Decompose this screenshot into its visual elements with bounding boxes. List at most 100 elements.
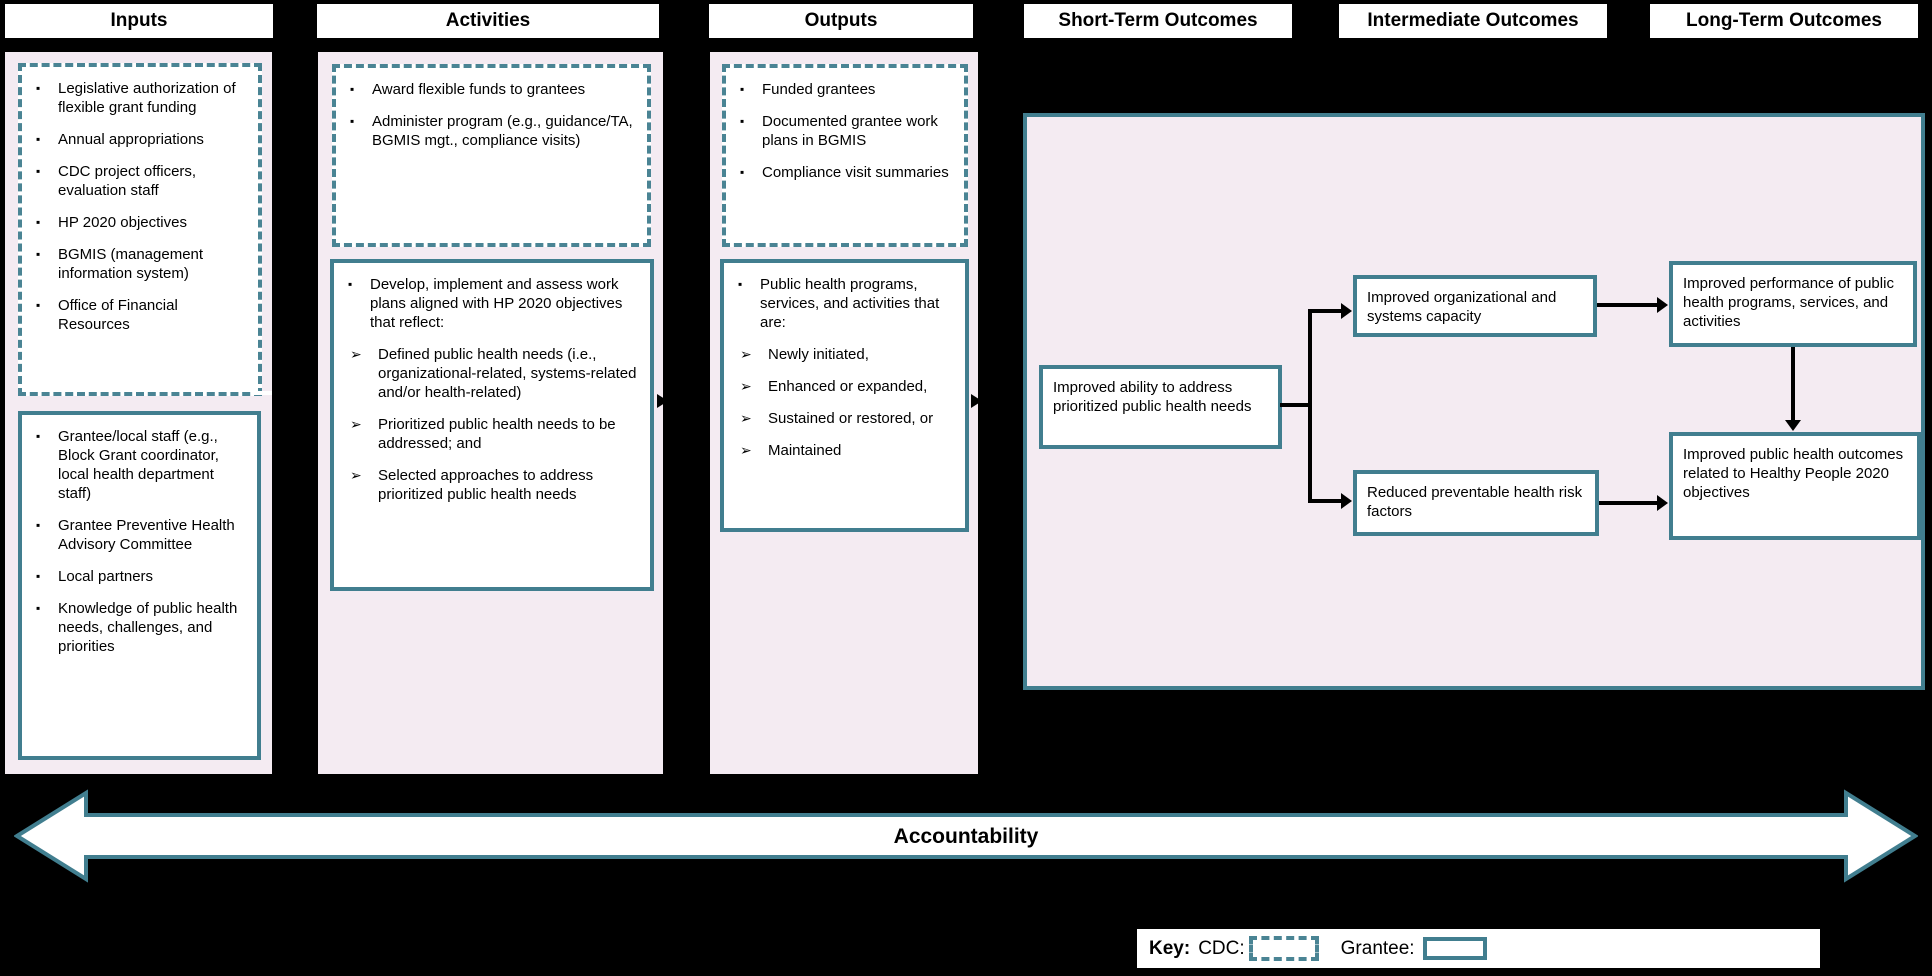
outputs-cdc-box: ▪Funded grantees ▪Documented grantee wor… bbox=[722, 64, 968, 247]
list-item-text: BGMIS (management information system) bbox=[58, 246, 204, 282]
list-item-text: Award flexible funds to grantees bbox=[372, 81, 586, 98]
long-term-outcome-bottom-box: Improved public health outcomes related … bbox=[1669, 432, 1921, 540]
connector-to-intermediate-bottom bbox=[1308, 499, 1342, 503]
list-item-text: Develop, implement and assess work plans… bbox=[370, 276, 623, 331]
legend-grantee-label: Grantee: bbox=[1340, 937, 1415, 959]
square-bullet-icon: ▪ bbox=[36, 81, 41, 95]
list-item-text: Knowledge of public health needs, challe… bbox=[58, 600, 238, 655]
arrowhead-bullet-icon: ➢ bbox=[740, 346, 752, 362]
inputs-cdc-box: ▪Legislative authorization of flexible g… bbox=[18, 63, 262, 396]
square-bullet-icon: ▪ bbox=[36, 298, 41, 312]
list-item: ▪HP 2020 objectives bbox=[36, 213, 246, 232]
square-bullet-icon: ▪ bbox=[36, 518, 41, 532]
connector-short-to-elbow bbox=[1280, 403, 1310, 407]
accountability-label: Accountability bbox=[894, 825, 1039, 848]
list-item-text: Defined public health needs (i.e., organ… bbox=[378, 346, 637, 401]
list-subitem: ➢ Sustained or restored, or bbox=[738, 409, 953, 428]
list-item-text: Public health programs, services, and ac… bbox=[760, 276, 940, 331]
legend-grantee-solid-swatch bbox=[1422, 937, 1487, 960]
arrowhead-bullet-icon: ➢ bbox=[740, 410, 752, 426]
header-long-term-outcomes: Long-Term Outcomes bbox=[1650, 4, 1918, 38]
outputs-grantee-box: ▪Public health programs, services, and a… bbox=[720, 259, 969, 532]
list-subitem: ➢ Newly initiated, bbox=[738, 345, 953, 364]
square-bullet-icon: ▪ bbox=[36, 132, 41, 146]
list-subitem: ➢ Selected approaches to address prioriti… bbox=[348, 466, 638, 504]
list-item: ▪ Administer program (e.g., guidance/TA, … bbox=[350, 112, 635, 150]
connector-remnant-outputs-outcomes bbox=[971, 394, 982, 408]
list-item-text: HP 2020 objectives bbox=[58, 214, 187, 231]
list-item-text: Newly initiated, bbox=[768, 346, 869, 363]
list-subitem: ➢ Prioritized public health needs to be a… bbox=[348, 415, 638, 453]
list-item-text: Annual appropriations bbox=[58, 131, 204, 148]
list-item-text: Grantee/local staff (e.g., Block Grant c… bbox=[58, 428, 219, 502]
arrowhead-bullet-icon: ➢ bbox=[740, 378, 752, 394]
square-bullet-icon: ▪ bbox=[348, 277, 353, 291]
list-item-text: Sustained or restored, or bbox=[768, 410, 934, 427]
connector-to-intermediate-top bbox=[1308, 309, 1342, 313]
list-item: ▪ Compliance visit summaries bbox=[740, 163, 952, 182]
list-item-text: Selected approaches to address prioritiz… bbox=[378, 467, 594, 503]
list-item-text: Administer program (e.g., guidance/TA, B… bbox=[372, 113, 633, 149]
square-bullet-icon: ▪ bbox=[36, 601, 41, 615]
activities-cdc-box: ▪ Award flexible funds to grantees ▪ Admin… bbox=[332, 64, 651, 247]
list-item: ▪ Award flexible funds to grantees bbox=[350, 80, 635, 99]
list-item: ▪ Grantee/local staff (e.g., Block Grant … bbox=[36, 427, 245, 503]
legend-bar: Key: CDC: Grantee: bbox=[1137, 929, 1820, 968]
list-item: ▪CDC project officers, evaluation staff bbox=[36, 162, 246, 200]
arrowhead-bullet-icon: ➢ bbox=[350, 416, 362, 432]
intermediate-outcome-top-box: Improved organizational and systems capa… bbox=[1353, 275, 1597, 337]
square-bullet-icon: ▪ bbox=[36, 164, 41, 178]
list-item: ▪ Office of Financial Resources bbox=[36, 296, 246, 334]
square-bullet-icon: ▪ bbox=[36, 247, 41, 261]
connector-remnant-activities-outputs bbox=[657, 394, 668, 408]
square-bullet-icon: ▪ bbox=[740, 165, 745, 179]
arrowhead-right-icon bbox=[1341, 303, 1352, 319]
list-item: ▪ Annual appropriations bbox=[36, 130, 246, 149]
arrowhead-bullet-icon: ➢ bbox=[350, 467, 362, 483]
connector-intermediate-to-longterm-bottom bbox=[1599, 501, 1658, 505]
accountability-arrow: Accountability bbox=[14, 789, 1918, 883]
square-bullet-icon: ▪ bbox=[740, 82, 745, 96]
square-bullet-icon: ▪ bbox=[350, 82, 355, 96]
list-item-text: Documented grantee work plans in BGMIS bbox=[762, 113, 938, 149]
list-item: ▪ Knowledge of public health needs, chall… bbox=[36, 599, 245, 656]
list-item: ▪ Develop, implement and assess work plan… bbox=[348, 275, 638, 332]
list-item-text: Grantee Preventive Health Advisory Commi… bbox=[58, 517, 235, 553]
list-item: ▪Public health programs, services, and a… bbox=[738, 275, 953, 332]
list-item-text: Funded grantees bbox=[762, 81, 876, 98]
list-item-text: Enhanced or expanded, bbox=[768, 378, 928, 395]
list-item: ▪Documented grantee work plans in BGMIS bbox=[740, 112, 952, 150]
square-bullet-icon: ▪ bbox=[36, 569, 41, 583]
header-outputs: Outputs bbox=[709, 4, 973, 38]
arrowhead-right-icon bbox=[1657, 495, 1668, 511]
connector-remnant-inputs-activities bbox=[252, 391, 272, 395]
list-item-text: Maintained bbox=[768, 442, 842, 459]
list-item-text: Local partners bbox=[58, 568, 154, 585]
connector-intermediate-to-longterm-top bbox=[1597, 303, 1658, 307]
long-term-outcome-top-box: Improved performance of public health pr… bbox=[1669, 261, 1917, 347]
header-short-term-outcomes: Short-Term Outcomes bbox=[1024, 4, 1292, 38]
arrowhead-right-icon bbox=[1657, 297, 1668, 313]
header-activities: Activities bbox=[317, 4, 659, 38]
arrowhead-right-icon bbox=[1341, 493, 1352, 509]
arrowhead-bullet-icon: ➢ bbox=[350, 346, 362, 362]
short-term-outcome-box: Improved ability to address prioritized … bbox=[1039, 365, 1282, 449]
list-item: ▪ Local partners bbox=[36, 567, 245, 586]
legend-title: Key: bbox=[1149, 937, 1191, 959]
list-subitem: ➢ Enhanced or expanded, bbox=[738, 377, 953, 396]
legend-cdc-dashed-swatch bbox=[1248, 936, 1319, 961]
header-inputs: Inputs bbox=[5, 4, 273, 38]
square-bullet-icon: ▪ bbox=[350, 114, 355, 128]
list-item: ▪ Grantee Preventive Health Advisory Comm… bbox=[36, 516, 245, 554]
list-item: ▪ Funded grantees bbox=[740, 80, 952, 99]
double-arrow-shape bbox=[14, 789, 1918, 883]
arrowhead-down-icon bbox=[1785, 420, 1801, 431]
square-bullet-icon: ▪ bbox=[36, 429, 41, 443]
list-item-text: Office of Financial Resources bbox=[58, 297, 178, 333]
legend-cdc-label: CDC: bbox=[1198, 937, 1245, 959]
list-item: ▪ BGMIS (management information system) bbox=[36, 245, 246, 283]
list-item-text: Compliance visit summaries bbox=[762, 164, 949, 181]
list-item-text: Prioritized public health needs to be ad… bbox=[378, 416, 616, 452]
inputs-grantee-box: ▪ Grantee/local staff (e.g., Block Grant … bbox=[18, 411, 261, 760]
